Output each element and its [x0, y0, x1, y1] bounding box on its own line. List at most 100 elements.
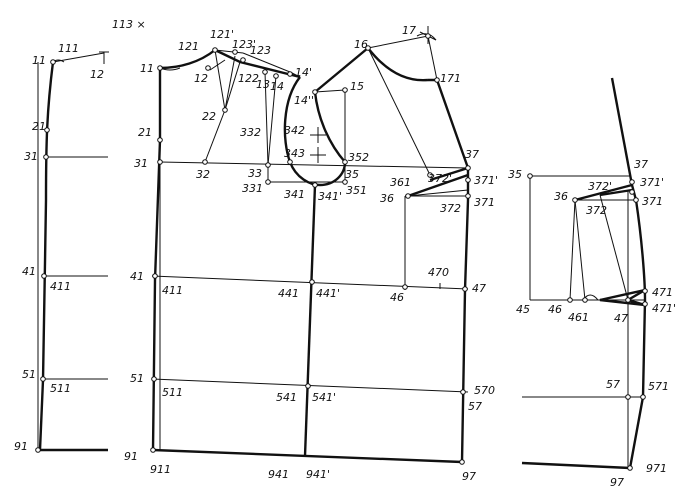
construction-point	[44, 127, 50, 133]
construction-point	[312, 89, 318, 95]
right-side-seam	[628, 184, 647, 469]
shoulder-aux-1	[214, 49, 244, 54]
label-372: 372	[440, 202, 461, 215]
label-341: 341	[284, 188, 305, 201]
label-371: 371	[474, 196, 495, 209]
label-372-prime: 372'	[428, 172, 452, 185]
label-main-51: 51	[130, 372, 144, 385]
label-941-prime: 941'	[306, 468, 330, 481]
label-right-46: 46	[548, 303, 562, 316]
label-35: 35	[345, 168, 359, 181]
label-121-prime: 121'	[210, 28, 234, 41]
label-47: 47	[472, 282, 486, 295]
construction-point	[629, 179, 635, 185]
label-14: 14	[270, 80, 284, 93]
construction-point	[41, 273, 47, 279]
construction-point	[150, 447, 156, 453]
label-main-21: 21	[138, 126, 152, 139]
front-dart-leg-2	[429, 166, 469, 182]
construction-point	[642, 301, 648, 307]
label-470: 470	[428, 266, 449, 279]
construction-point	[222, 107, 228, 113]
construction-point	[287, 71, 293, 77]
construction-point	[459, 459, 465, 465]
label-46: 46	[390, 291, 404, 304]
label-121: 121	[178, 40, 199, 53]
main-hem-line	[152, 448, 463, 464]
shoulder-aux-2	[242, 52, 291, 73]
label-32: 32	[196, 168, 210, 181]
right-dart-line-c	[599, 194, 629, 301]
main-back-seam	[151, 68, 162, 451]
construction-point	[305, 383, 311, 389]
construction-point	[527, 173, 533, 179]
construction-point	[342, 159, 348, 165]
front-armhole-inner	[313, 91, 346, 163]
construction-point	[240, 57, 246, 63]
label-16: 16	[354, 38, 368, 51]
construction-point	[462, 286, 468, 292]
label-main-11: 11	[140, 62, 154, 75]
label-352: 352	[348, 151, 369, 164]
label-right-45: 45	[516, 303, 530, 316]
label-111: 111	[58, 42, 79, 55]
label-main-31: 31	[134, 157, 148, 170]
dart-cross	[209, 59, 226, 71]
label-171: 171	[440, 72, 461, 85]
label-441-prime: 441'	[316, 287, 340, 300]
label-main-411: 411	[162, 284, 183, 297]
front-shoulder	[314, 47, 369, 93]
construction-point	[405, 193, 411, 199]
label-123-prime: 123'	[232, 38, 256, 51]
construction-point	[465, 193, 471, 199]
label-331: 331	[242, 182, 263, 195]
label-right-47: 47	[614, 312, 628, 325]
dart-leg-1	[214, 49, 226, 111]
label-123: 123	[250, 44, 271, 57]
back-neckline	[159, 49, 216, 70]
construction-point	[465, 177, 471, 183]
right-dart-leg-2	[599, 188, 633, 197]
label-31: 31	[24, 150, 38, 163]
construction-point	[425, 33, 431, 39]
label-13: 13	[256, 78, 270, 91]
label-right-36: 36	[554, 190, 568, 203]
label-361: 361	[390, 176, 411, 189]
label-11: 11	[32, 54, 46, 67]
label-right-471-prime: 471'	[652, 302, 676, 315]
construction-point	[157, 65, 163, 71]
front-dart-base	[407, 189, 469, 197]
label-14-double-prime: 14''	[294, 94, 314, 107]
label-911: 911	[150, 463, 171, 476]
label-33: 33	[248, 167, 262, 180]
construction-point	[342, 179, 348, 185]
right-dart-line-b	[574, 199, 586, 301]
label-right-35: 35	[508, 168, 522, 181]
label-22: 22	[202, 110, 216, 123]
dart-leg-2	[224, 55, 236, 111]
label-main-57: 57	[468, 400, 482, 413]
construction-point	[365, 45, 371, 51]
label-12: 12	[90, 68, 104, 81]
label-343: 343	[284, 147, 305, 160]
right-draft: 35 37 372' 371' 36 372 371 45 46 461 47 …	[508, 77, 676, 489]
label-main-511: 511	[162, 386, 183, 399]
construction-point	[202, 159, 208, 165]
label-17: 17	[402, 24, 416, 37]
construction-point	[640, 394, 646, 400]
right-hem-line	[521, 461, 631, 470]
construction-point	[402, 284, 408, 290]
right-front-edge	[610, 77, 634, 186]
label-122: 122	[238, 72, 259, 85]
label-332: 332	[240, 126, 261, 139]
construction-point	[152, 273, 158, 279]
label-21: 21	[32, 120, 46, 133]
construction-point	[287, 159, 293, 165]
construction-point	[43, 154, 49, 160]
construction-point	[572, 197, 578, 203]
construction-point	[157, 137, 163, 143]
label-main-41: 41	[130, 270, 144, 283]
construction-point	[582, 297, 588, 303]
line-17-171	[427, 35, 438, 81]
construction-point	[312, 182, 318, 188]
